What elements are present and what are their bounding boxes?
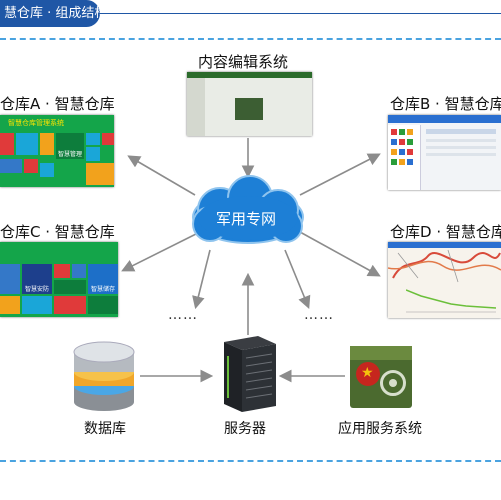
content-editor-screen [187, 72, 312, 136]
warehouse-a-label: 仓库A · 智慧仓库 [0, 95, 115, 113]
database-icon [73, 341, 135, 411]
warehouse-b-label: 仓库B · 智慧仓库 [390, 95, 501, 113]
arrow-cloud-to-dots-left [192, 249, 211, 310]
warehouse-c-screen: 智慧安防 智慧储存 [0, 242, 118, 317]
bottom-dashed-divider [0, 460, 501, 462]
page-title: 慧仓库 · 组成结构 [0, 0, 100, 27]
warehouse-b-screen [388, 115, 501, 190]
server-icon [224, 336, 276, 412]
warehouse-a-tile-manage: 智慧管理 [56, 133, 84, 159]
warehouse-c-tile-storage: 智慧储存 [88, 264, 118, 294]
content-editor-label: 内容编辑系统 [198, 53, 289, 71]
warehouse-c-label: 仓库C · 智慧仓库 [0, 223, 115, 241]
top-dashed-divider [0, 38, 501, 40]
network-label: 军用专网 [216, 210, 277, 228]
app-service-label: 应用服务系统 [338, 421, 422, 437]
arrow-cloud-to-b [299, 153, 381, 196]
warehouse-a-screen: 智慧仓库管理系统 智慧管理 [0, 115, 114, 187]
arrow-cloud-to-d [299, 231, 381, 277]
app-service-icon: ★ [350, 346, 412, 408]
cloud-icon [192, 175, 304, 244]
more-warehouses-right: …… [304, 307, 334, 323]
arrow-cloud-to-dots-right [284, 249, 311, 309]
warehouse-d-label: 仓库D · 智慧仓库 [390, 223, 501, 241]
warehouse-a-screen-title: 智慧仓库管理系统 [8, 119, 64, 127]
arrow-cloud-to-a [127, 155, 196, 196]
warehouse-c-tile-security: 智慧安防 [22, 264, 52, 294]
warehouse-d-screen [388, 242, 501, 318]
arrow-cloud-to-c [121, 231, 201, 272]
database-label: 数据库 [84, 421, 126, 437]
server-label: 服务器 [224, 421, 266, 437]
title-underline [100, 13, 501, 14]
more-warehouses-left: …… [168, 307, 198, 323]
